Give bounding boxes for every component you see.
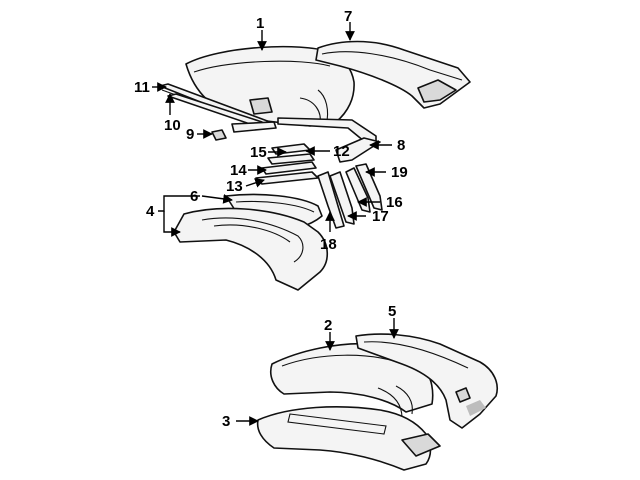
top-boot-cover (315, 40, 471, 109)
callout-19: 19 (391, 164, 408, 181)
callout-6: 6 (190, 188, 198, 205)
callout-3: 3 (222, 413, 230, 430)
clip-part (211, 129, 227, 141)
hard-top-rear-panel (355, 333, 498, 429)
callout-8: 8 (397, 137, 405, 154)
callout-14: 14 (230, 162, 247, 179)
callout-15: 15 (250, 144, 267, 161)
callout-16: 16 (386, 194, 403, 211)
callout-4: 4 (146, 203, 155, 220)
callout-13: 13 (226, 178, 243, 195)
callout-18: 18 (320, 236, 337, 253)
callout-7: 7 (344, 8, 352, 25)
callout-2: 2 (324, 317, 332, 334)
callout-9: 9 (186, 126, 194, 143)
callout-17: 17 (372, 208, 389, 225)
headliner (256, 406, 441, 471)
callout-labels: 1 7 11 10 9 8 15 12 14 19 13 6 16 4 17 1… (134, 8, 408, 430)
leader-lines (152, 22, 399, 426)
callout-1: 1 (256, 15, 264, 32)
callout-12: 12 (333, 143, 350, 160)
rear-window-assembly (173, 207, 329, 291)
callout-5: 5 (388, 303, 396, 320)
callout-11: 11 (134, 79, 150, 96)
rear-rail-seal (231, 117, 381, 163)
callout-10: 10 (164, 117, 181, 134)
